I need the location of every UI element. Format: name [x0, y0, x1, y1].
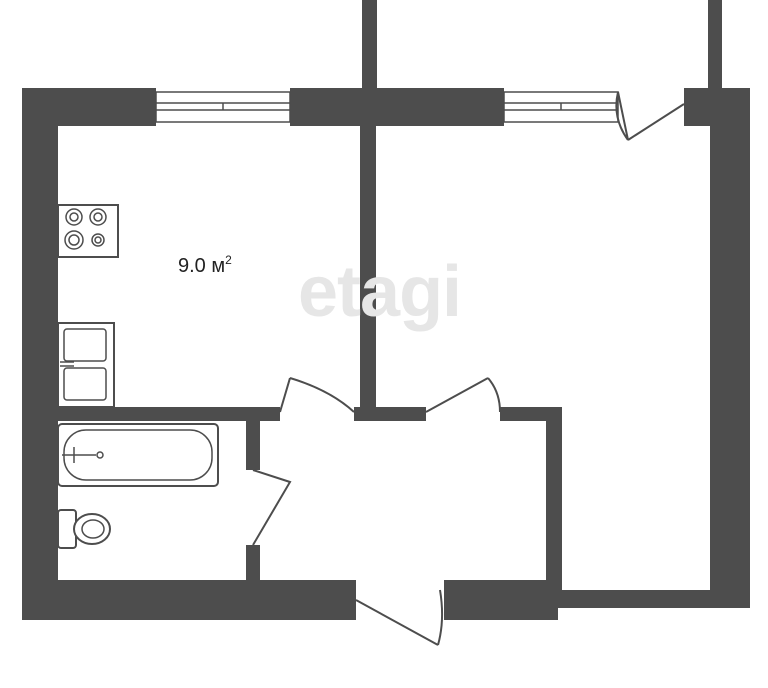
windows — [155, 91, 619, 123]
toilet — [57, 509, 111, 549]
kitchen-area-unit-power: 2 — [225, 253, 232, 267]
door-balcony — [615, 91, 685, 141]
wall-right — [710, 88, 750, 608]
wall-kitchen-living — [360, 120, 376, 420]
sink-basin-2 — [63, 367, 107, 401]
burner-1 — [65, 208, 83, 226]
sink-counter — [57, 322, 115, 408]
balcony-wall-left — [362, 0, 377, 90]
burner-4 — [91, 233, 105, 247]
wall-kitchen-bottom-1 — [58, 407, 280, 421]
kitchen-area-unit: м — [211, 255, 226, 277]
door-bathroom — [252, 469, 292, 546]
burner-2 — [89, 208, 107, 226]
interior-walls — [58, 120, 562, 607]
kitchen-sink — [57, 322, 115, 408]
wall-hall-right — [546, 407, 562, 607]
exterior-walls — [22, 88, 750, 620]
door-entrance — [355, 589, 444, 646]
wall-top-2 — [290, 88, 504, 126]
stove-body — [57, 204, 119, 258]
window-kitchen — [155, 91, 291, 123]
balcony-wall-right — [708, 0, 722, 90]
stove — [57, 204, 119, 258]
kitchen-area-label: 9.0 м2 — [178, 253, 232, 278]
window-living — [503, 91, 619, 123]
wall-left — [22, 88, 58, 620]
burner-3 — [64, 230, 84, 250]
door-living — [425, 377, 501, 413]
balcony — [362, 0, 722, 90]
watermark: etagi — [298, 252, 462, 332]
door-kitchen — [279, 377, 355, 413]
wall-bottom-1 — [22, 580, 356, 620]
wall-bath-right-top — [246, 420, 260, 470]
wall-top-1 — [22, 88, 156, 126]
bathtub — [57, 423, 219, 487]
wall-bath-right-bottom — [246, 545, 260, 585]
wall-bottom-right — [545, 590, 750, 608]
kitchen-area-value: 9.0 — [178, 255, 206, 277]
wall-bottom-2 — [444, 580, 558, 620]
toilet-bowl — [73, 513, 111, 545]
sink-basin-1 — [63, 328, 107, 362]
bathtub-outer — [57, 423, 219, 487]
bathtub-drain — [96, 451, 104, 459]
wall-kitchen-bottom-2 — [354, 407, 426, 421]
doors — [252, 91, 685, 646]
